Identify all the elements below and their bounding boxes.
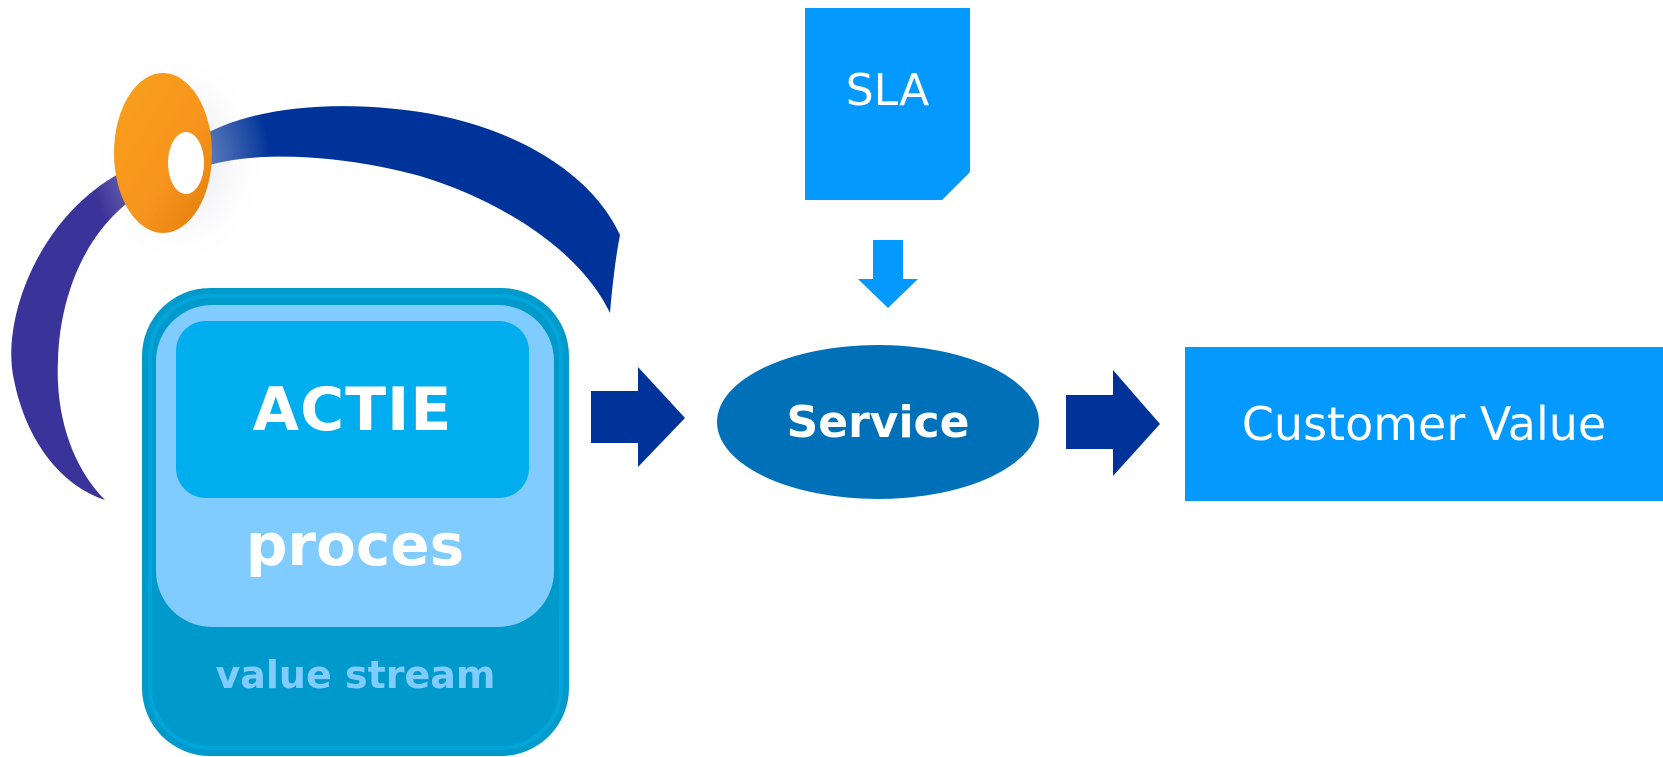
feedback-arc-left-icon [11, 168, 150, 500]
customer-value-label: Customer Value [1241, 397, 1607, 451]
actie-label: ACTIE [252, 374, 453, 445]
service-ellipse [717, 345, 1039, 499]
value-stream-label: value stream [215, 653, 496, 697]
customer-value-box: Customer Value [1185, 347, 1663, 501]
actie-box [176, 321, 529, 498]
proces-label: proces [245, 511, 465, 579]
arrow-service-to-customer-icon [1066, 370, 1160, 476]
service-label: Service [786, 396, 970, 448]
sla-label: SLA [845, 64, 930, 116]
sla-document [805, 8, 970, 200]
feedback-arc-top-icon [195, 106, 620, 313]
arrow-process-to-service-icon [591, 367, 685, 467]
arrow-sla-to-service-icon [858, 240, 918, 308]
